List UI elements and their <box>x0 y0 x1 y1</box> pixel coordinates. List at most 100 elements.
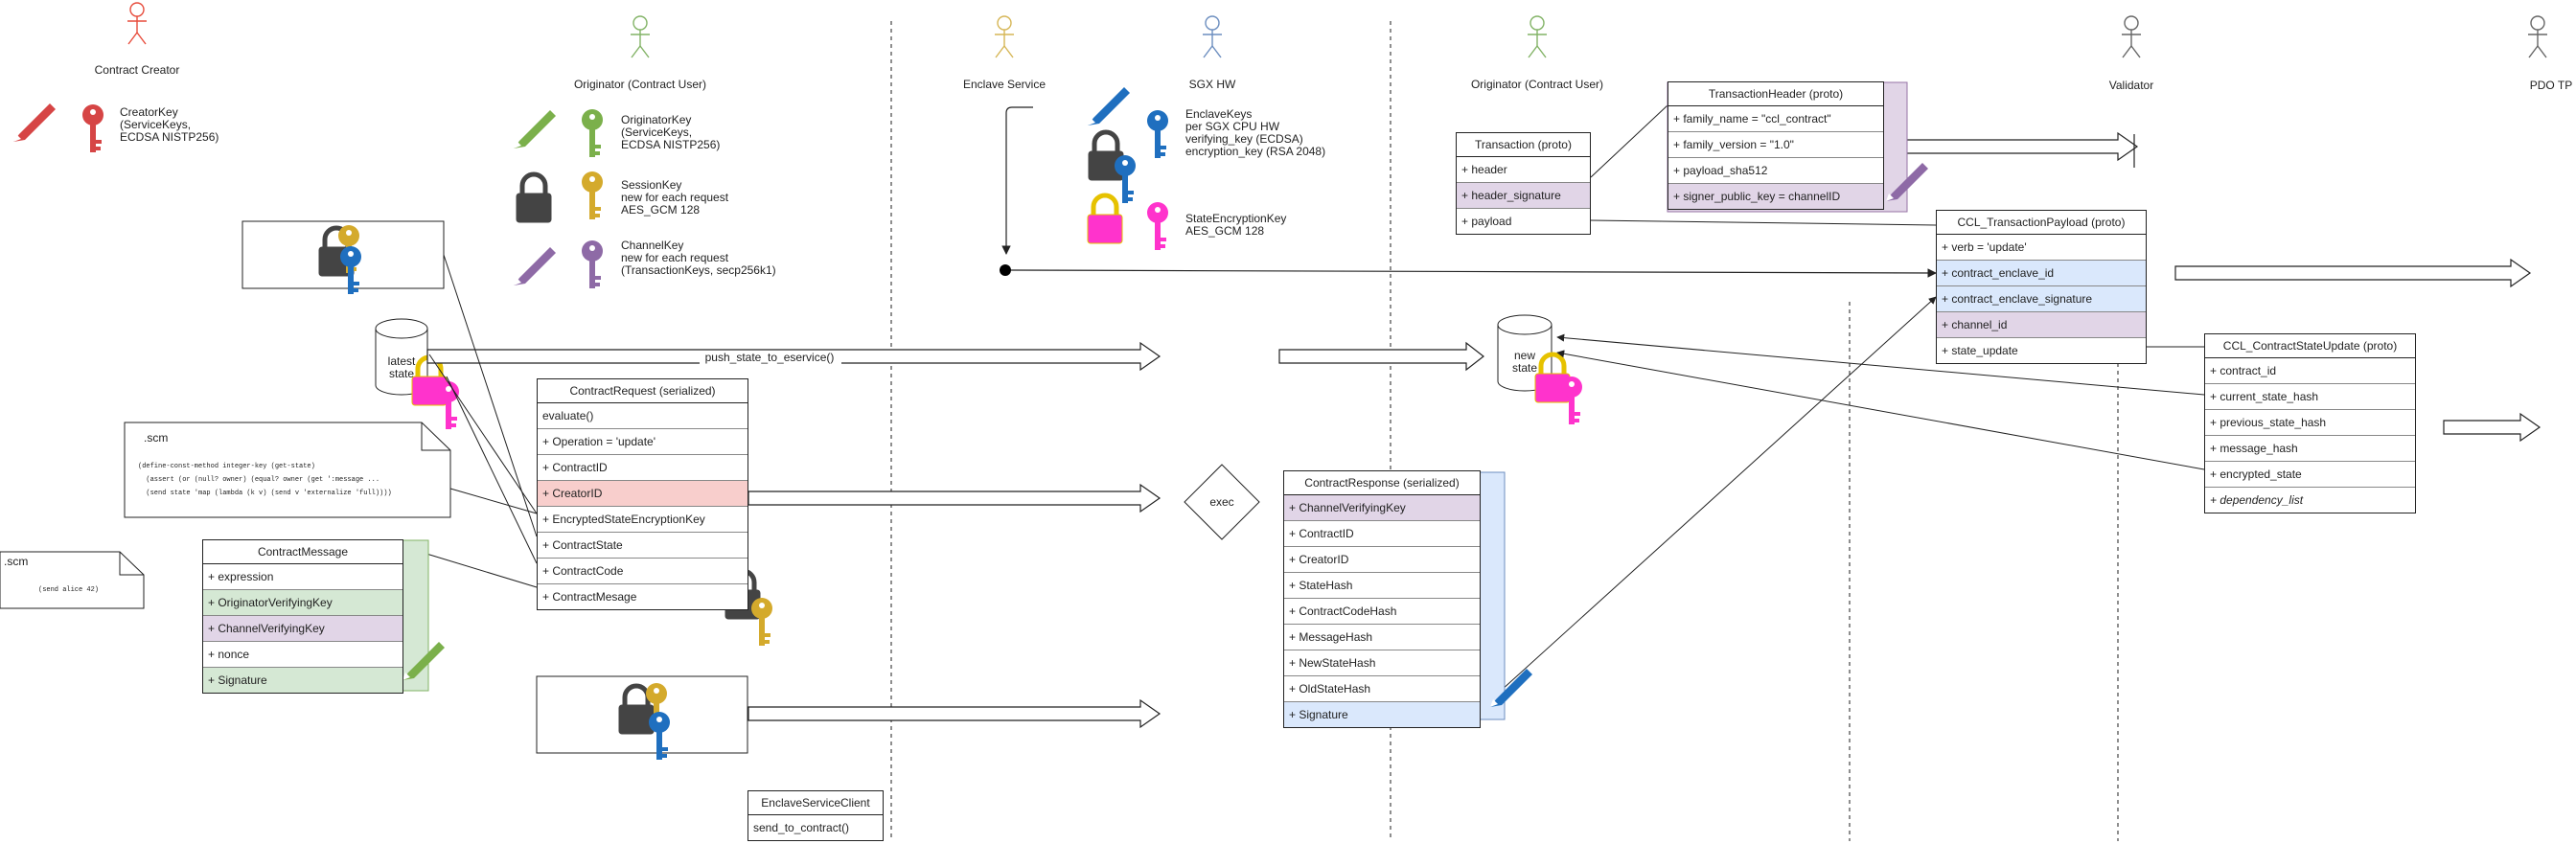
creator-key-line: ECDSA NISTP256) <box>120 130 218 144</box>
contract-request-table: ContractRequest (serialized) evaluate() … <box>537 378 748 610</box>
actor-label-pdo-tp: PDO TP <box>2530 79 2572 92</box>
exec-diamond <box>1184 464 1260 540</box>
ccl-state-update-row: + current_state_hash <box>2205 384 2415 410</box>
transaction-header-table: TransactionHeader (proto) + family_name … <box>1668 81 1884 210</box>
ccl-state-update-row: + message_hash <box>2205 436 2415 462</box>
channel-pen-icon <box>514 247 556 285</box>
enclave-client-title: EnclaveServiceClient <box>748 791 883 815</box>
ccl-payload-row: + channel_id <box>1937 312 2146 338</box>
actor-originator-1 <box>630 15 651 58</box>
actor-label-enclave-service: Enclave Service <box>963 78 1046 91</box>
originator-key-line: OriginatorKey <box>621 113 691 126</box>
key-labels: CreatorKey (ServiceKeys, ECDSA NISTP256)… <box>120 105 1325 277</box>
contract-request-row: + ContractMesage <box>542 590 637 604</box>
creator-key-line: (ServiceKeys, <box>120 118 191 131</box>
enclave-key-line: encryption_key (RSA 2048) <box>1185 145 1325 158</box>
scm-note-1-line: (send state 'map (lambda (k v) (send v '… <box>138 490 392 497</box>
actor-sgx-hw <box>1202 15 1223 58</box>
request-key-icon <box>751 598 772 646</box>
connector <box>443 254 538 537</box>
request-to-enclave-arrow <box>748 483 1162 513</box>
transaction-header-row: + family_name = "ccl_contract" <box>1668 106 1883 132</box>
ccl-state-update-row: + contract_id <box>2205 358 2415 384</box>
enclave-key-line: EnclaveKeys <box>1185 107 1252 121</box>
scm-note-2-fold <box>119 552 144 576</box>
session-key-line: new for each request <box>621 191 729 204</box>
contract-request-row: + ContractID <box>538 455 748 481</box>
actor-label-originator-2: Originator (Contract User) <box>1471 78 1603 91</box>
contract-message-row: + expression <box>203 564 402 590</box>
creator-pen-icon <box>13 103 56 142</box>
originator-key-line: (ServiceKeys, <box>621 125 692 139</box>
new-state-label: new <box>1514 349 1535 362</box>
creator-key-icon <box>82 104 104 152</box>
enclave-client-table: EnclaveServiceClient send_to_contract() <box>748 790 884 841</box>
connector <box>1590 104 1668 178</box>
block-arrows <box>426 131 2542 729</box>
scm-note-1 <box>124 422 451 518</box>
contract-message-row: + OriginatorVerifyingKey <box>203 590 402 616</box>
ccl-state-update-row: + encrypted_state <box>2205 462 2415 488</box>
actor-labels: Contract Creator Originator (Contract Us… <box>95 63 2573 92</box>
originator-key-icon <box>582 109 603 157</box>
contract-response-row: + CreatorID <box>1284 547 1480 573</box>
ccl-payload-table: CCL_TransactionPayload (proto) + verb = … <box>1936 210 2147 364</box>
actor-pdo-tp <box>2527 15 2548 58</box>
enclave-flow-line <box>1001 106 1033 255</box>
contract-response-row: + ContractCodeHash <box>1284 599 1480 625</box>
contract-response-row: + MessageHash <box>1284 625 1480 650</box>
hash-to-new-state <box>1556 333 2205 396</box>
session-key-line: SessionKey <box>621 178 681 192</box>
enclave-key-line: verifying_key (ECDSA) <box>1185 132 1303 146</box>
ccl-state-update-row: + dependency_list <box>2210 493 2304 507</box>
ccl-payload-title: CCL_TransactionPayload (proto) <box>1937 211 2146 235</box>
session-lock-icon <box>517 174 551 222</box>
connector <box>426 553 538 588</box>
encrypted-to-new-state <box>1556 350 2205 470</box>
enclave-key-icon <box>1147 110 1168 158</box>
actor-label-contract-creator: Contract Creator <box>95 63 180 77</box>
contract-request-row: + CreatorID <box>538 481 748 507</box>
contract-message-row: + ChannelVerifyingKey <box>203 616 402 642</box>
dot-to-payload-line <box>1010 268 1937 278</box>
contract-request-row: + Operation = 'update' <box>538 429 748 455</box>
to-new-state-arrow <box>1278 341 1484 372</box>
transaction-table: Transaction (proto) + header + header_si… <box>1456 132 1591 235</box>
connector-lines <box>426 104 2205 710</box>
transaction-row: + header <box>1457 157 1590 183</box>
session-to-enclave-arrow <box>748 698 1162 729</box>
actor-validator <box>2121 15 2142 58</box>
connector <box>428 354 538 514</box>
transaction-header-title: TransactionHeader (proto) <box>1668 82 1883 106</box>
ccl-state-update-row: + previous_state_hash <box>2205 410 2415 436</box>
transaction-row: + payload <box>1461 215 1512 228</box>
actor-label-validator: Validator <box>2109 79 2153 92</box>
actor-label-originator-1: Originator (Contract User) <box>574 78 706 91</box>
transaction-row: + header_signature <box>1457 183 1590 209</box>
contract-message-table: ContractMessage + expression + Originato… <box>202 539 403 694</box>
contract-response-table: ContractResponse (serialized) + ChannelV… <box>1283 470 1481 728</box>
ccl-state-update-title: CCL_ContractStateUpdate (proto) <box>2205 334 2415 358</box>
actor-contract-creator <box>126 2 148 45</box>
channel-key-icon <box>582 240 603 288</box>
push-label-bg <box>700 351 841 364</box>
contract-message-title: ContractMessage <box>203 540 402 564</box>
scm-note-1-line: (assert (or (null? owner) (equal? owner … <box>138 476 380 484</box>
new-state-label: state <box>1512 361 1537 375</box>
ccl-payload-row: + state_update <box>1942 344 2018 357</box>
session-key-icon <box>582 171 603 219</box>
transaction-header-row: + family_version = "1.0" <box>1668 132 1883 158</box>
contract-request-row: + ContractState <box>538 533 748 559</box>
connector <box>446 376 538 564</box>
contract-response-row: + StateHash <box>1284 573 1480 599</box>
connector <box>449 488 538 514</box>
scm-note-1-title: .scm <box>144 431 169 445</box>
contract-response-row: + ChannelVerifyingKey <box>1284 495 1480 521</box>
state-key-icon <box>1147 202 1168 250</box>
scm-note-2 <box>0 551 145 609</box>
contract-response-row: + Signature <box>1284 702 1480 727</box>
scm-note-2-line: (send alice 42) <box>38 586 100 594</box>
contract-message-row: + Signature <box>203 668 402 693</box>
channel-key-line: (TransactionKeys, secp256k1) <box>621 263 776 277</box>
connector <box>1590 219 1937 226</box>
